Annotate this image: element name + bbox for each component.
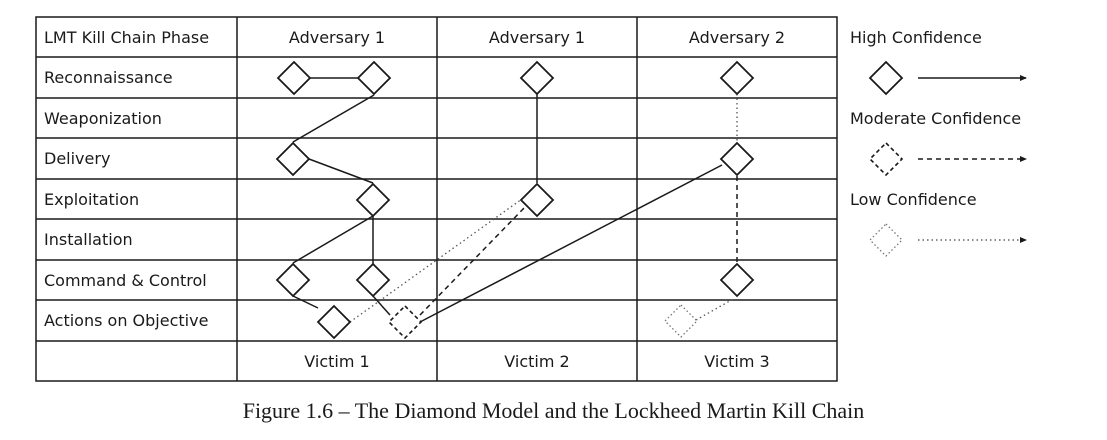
event-diamond-high	[355, 262, 391, 298]
event-diamonds	[275, 60, 755, 340]
event-diamond-high	[519, 60, 555, 96]
column-header-adversary: Adversary 1	[289, 28, 385, 47]
event-diamond-moderate	[387, 304, 423, 340]
column-header-adversary: Adversary 2	[689, 28, 785, 47]
event-diamond-high	[519, 182, 555, 218]
phase-label: Reconnaissance	[44, 68, 173, 87]
phase-label: Command & Control	[44, 271, 207, 290]
event-diamond-high	[719, 60, 755, 96]
phase-label: Weaponization	[44, 109, 162, 128]
phase-label: Exploitation	[44, 190, 139, 209]
phase-label: Actions on Objective	[44, 311, 208, 330]
event-diamond-high	[316, 304, 352, 340]
victim-label: Victim 3	[704, 352, 769, 371]
column-header-adversary: Adversary 1	[489, 28, 585, 47]
legend-moderate-label: Moderate Confidence	[850, 109, 1021, 128]
legend-low-diamond	[869, 223, 903, 257]
event-diamond-high	[275, 141, 311, 177]
low-confidence-connectors	[349, 94, 738, 323]
legend-low-label: Low Confidence	[850, 190, 977, 209]
diamond-kill-chain-diagram: LMT Kill Chain Phase Adversary 1 Adversa…	[35, 16, 1027, 382]
moderate-confidence-connectors	[419, 176, 738, 316]
legend-high-diamond	[868, 60, 904, 96]
legend: High Confidence Moderate Confidence Low …	[850, 28, 1027, 257]
event-diamond-low	[664, 304, 698, 338]
event-diamond-high	[355, 182, 391, 218]
victim-label: Victim 2	[504, 352, 569, 371]
event-diamond-high	[719, 262, 755, 298]
phase-label: Delivery	[44, 149, 110, 168]
high-confidence-connectors	[292, 77, 723, 323]
table-grid	[35, 16, 838, 382]
phase-label: Installation	[44, 230, 133, 249]
event-diamond-high	[719, 141, 755, 177]
event-diamond-high	[356, 60, 392, 96]
corner-header: LMT Kill Chain Phase	[44, 28, 209, 47]
figure-caption: Figure 1.6 – The Diamond Model and the L…	[242, 398, 865, 423]
event-diamond-high	[275, 262, 311, 298]
victim-label: Victim 1	[304, 352, 369, 371]
legend-moderate-diamond	[868, 141, 904, 177]
legend-high-label: High Confidence	[850, 28, 982, 47]
event-diamond-high	[276, 60, 312, 96]
